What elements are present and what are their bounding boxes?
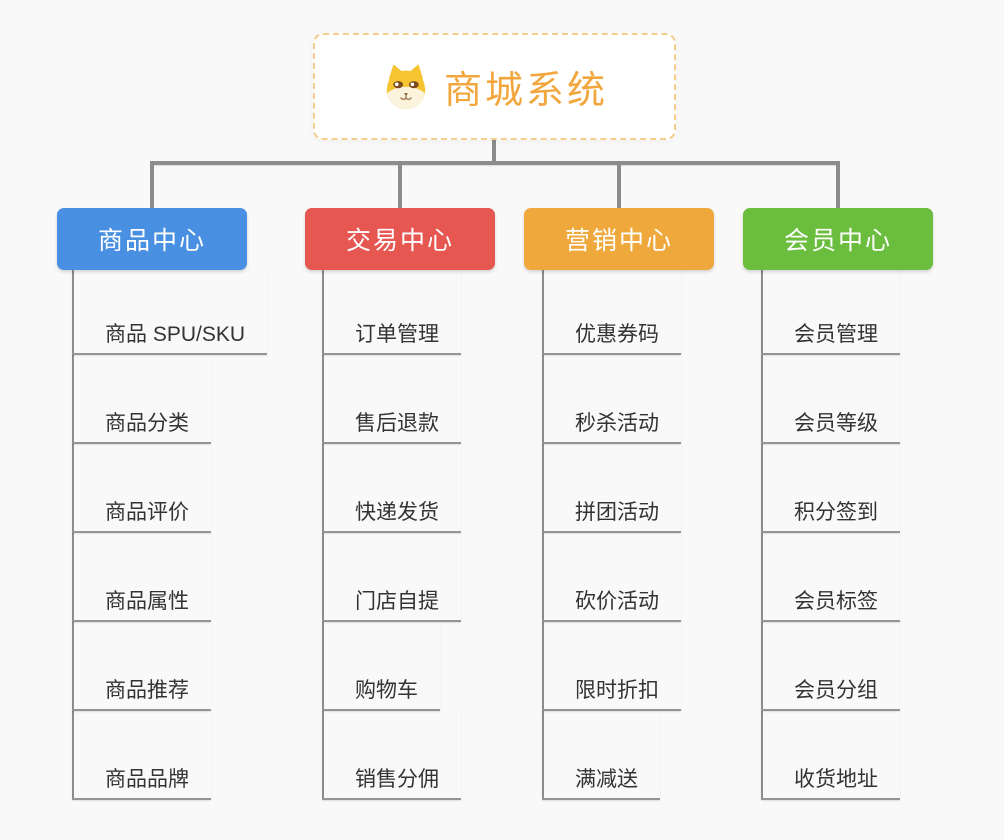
connector-drop-member — [836, 161, 840, 209]
leaf-group-marketing: 优惠券码 秒杀活动 拼团活动 砍价活动 限时折扣 满减送 — [542, 266, 681, 800]
branch-node-trade-center[interactable]: 交易中心 — [305, 208, 495, 270]
leaf-node[interactable]: 会员标签 — [761, 533, 900, 622]
connector-drop-trade — [398, 161, 402, 209]
leaf-label: 购物车 — [355, 678, 418, 702]
leaf-node[interactable]: 收货地址 — [761, 711, 900, 800]
leaf-label: 会员标签 — [794, 589, 878, 613]
leaf-node[interactable]: 砍价活动 — [542, 533, 681, 622]
leaf-group-member: 会员管理 会员等级 积分签到 会员标签 会员分组 收货地址 — [761, 266, 900, 800]
leaf-label: 拼团活动 — [575, 500, 659, 524]
leaf-node[interactable]: 购物车 — [322, 622, 440, 711]
leaf-node[interactable]: 会员等级 — [761, 355, 900, 444]
leaf-label: 会员管理 — [794, 322, 878, 346]
leaf-node[interactable]: 商品分类 — [72, 355, 211, 444]
leaf-label: 收货地址 — [794, 767, 878, 791]
leaf-node[interactable]: 快递发货 — [322, 444, 461, 533]
leaf-group-trade: 订单管理 售后退款 快递发货 门店自提 购物车 销售分佣 — [322, 266, 461, 800]
branch-label: 会员中心 — [783, 227, 892, 255]
connector-root-stem — [492, 139, 496, 163]
leaf-node[interactable]: 会员管理 — [761, 266, 900, 355]
connector-trunk-product — [72, 270, 74, 800]
leaf-label: 销售分佣 — [355, 767, 439, 791]
connector-horizontal-bar — [150, 161, 840, 165]
leaf-node[interactable]: 积分签到 — [761, 444, 900, 533]
branch-node-marketing-center[interactable]: 营销中心 — [524, 208, 714, 270]
leaf-label: 商品属性 — [105, 589, 189, 613]
leaf-label: 会员分组 — [794, 678, 878, 702]
root-title: 商城系统 — [443, 70, 608, 112]
leaf-label: 秒杀活动 — [575, 411, 659, 435]
leaf-group-product: 商品 SPU/SKU 商品分类 商品评价 商品属性 商品推荐 商品品牌 — [72, 266, 268, 800]
branch-label: 交易中心 — [345, 227, 454, 255]
leaf-node[interactable]: 会员分组 — [761, 622, 900, 711]
leaf-node[interactable]: 秒杀活动 — [542, 355, 681, 444]
leaf-node[interactable]: 商品评价 — [72, 444, 211, 533]
leaf-node[interactable]: 商品 SPU/SKU — [72, 266, 268, 355]
leaf-label: 商品 SPU/SKU — [105, 322, 246, 346]
leaf-label: 商品品牌 — [105, 767, 189, 791]
connector-trunk-member — [761, 270, 763, 800]
branch-label: 商品中心 — [97, 227, 206, 255]
branch-node-product-center[interactable]: 商品中心 — [57, 208, 247, 270]
leaf-label: 订单管理 — [355, 322, 439, 346]
branch-label: 营销中心 — [564, 227, 673, 255]
leaf-label: 商品评价 — [105, 500, 189, 524]
leaf-node[interactable]: 门店自提 — [322, 533, 461, 622]
leaf-node[interactable]: 拼团活动 — [542, 444, 681, 533]
connector-drop-marketing — [617, 161, 621, 209]
root-node[interactable]: 商城系统 — [313, 33, 676, 140]
leaf-label: 会员等级 — [794, 411, 878, 435]
leaf-node[interactable]: 优惠券码 — [542, 266, 681, 355]
leaf-label: 门店自提 — [355, 589, 439, 613]
leaf-label: 快递发货 — [355, 500, 439, 524]
leaf-node[interactable]: 销售分佣 — [322, 711, 461, 800]
dog-face-icon — [386, 63, 426, 110]
leaf-label: 优惠券码 — [575, 322, 659, 346]
leaf-label: 商品分类 — [105, 411, 189, 435]
connector-trunk-marketing — [542, 270, 544, 800]
leaf-node[interactable]: 商品推荐 — [72, 622, 211, 711]
leaf-label: 售后退款 — [355, 411, 439, 435]
leaf-label: 限时折扣 — [575, 678, 659, 702]
leaf-node[interactable]: 订单管理 — [322, 266, 461, 355]
connector-trunk-trade — [322, 270, 324, 800]
leaf-node[interactable]: 售后退款 — [322, 355, 461, 444]
leaf-label: 积分签到 — [794, 500, 878, 524]
leaf-node[interactable]: 限时折扣 — [542, 622, 681, 711]
leaf-node[interactable]: 满减送 — [542, 711, 660, 800]
leaf-node[interactable]: 商品品牌 — [72, 711, 211, 800]
leaf-label: 满减送 — [575, 767, 638, 791]
leaf-label: 商品推荐 — [105, 678, 189, 702]
branch-node-member-center[interactable]: 会员中心 — [743, 208, 933, 270]
leaf-label: 砍价活动 — [575, 589, 659, 613]
connector-drop-product — [150, 161, 154, 209]
leaf-node[interactable]: 商品属性 — [72, 533, 211, 622]
